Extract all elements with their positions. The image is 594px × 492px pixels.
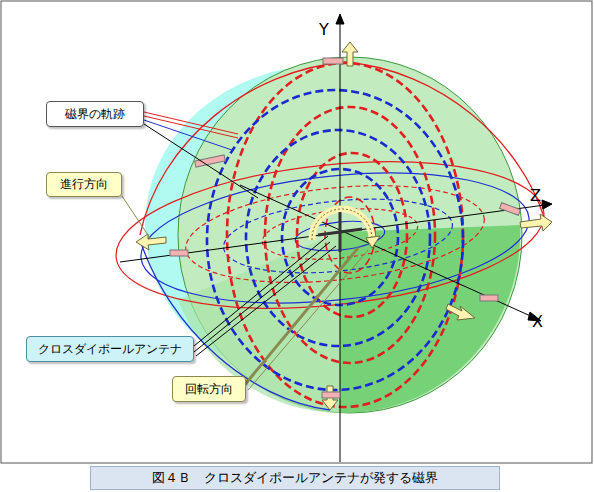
leader-lines (248, 250, 368, 390)
axes (542, 200, 552, 209)
leader-lines (144, 124, 258, 198)
frame (1, 1, 592, 463)
callout-box: 進行方向 (46, 172, 122, 197)
axis-label: X (532, 312, 543, 331)
callout-box: 回転方向 (172, 376, 246, 402)
cross-dipole (318, 229, 362, 235)
propagation-arrows (195, 155, 226, 167)
propagation-arrows (520, 214, 552, 231)
leader-lines (122, 196, 150, 238)
leader-lines (144, 120, 232, 150)
callout-text: 回転方向 (185, 381, 233, 398)
propagation-arrows (322, 392, 340, 398)
propagation-arrows (342, 42, 358, 66)
leader-lines (144, 116, 238, 138)
horizontal-field-loops (109, 143, 551, 327)
callout-text: クロスダイポールアンテナ (38, 341, 182, 358)
horizontal-field-loops (220, 189, 456, 283)
axis-label: Y (319, 20, 329, 39)
horizontal-field-loops (135, 156, 536, 320)
leader-lines (144, 112, 238, 134)
axis-label: Z (530, 186, 541, 205)
horizontal-field-loops (109, 143, 551, 327)
vertical-field-loops (207, 90, 463, 390)
outer-arcs (345, 62, 545, 220)
rotation-arrow (366, 236, 380, 248)
caption-text: 図４Ｂ クロスダイポールアンテナが発する磁界 (152, 469, 438, 487)
callout-text: 磁界の軌跡 (65, 106, 125, 123)
propagation-arrows (323, 58, 343, 64)
field-surfaces (145, 57, 522, 413)
caption-bar: 図４Ｂ クロスダイポールアンテナが発する磁界 (90, 466, 500, 490)
vertical-field-loops (246, 130, 430, 346)
rotation-arrow (312, 209, 380, 248)
vertical-field-loops (227, 63, 463, 407)
axes (240, 185, 535, 318)
rotation-arrow (312, 209, 372, 240)
leader-lines (194, 242, 330, 352)
rotation-arrow (312, 209, 372, 240)
vertical-field-loops (207, 63, 463, 407)
axes (120, 205, 545, 262)
outer-arcs (140, 62, 545, 410)
callout-box: 磁界の軌跡 (46, 101, 144, 127)
axes (120, 14, 552, 462)
callout-text: 進行方向 (60, 176, 108, 193)
leader-lines (242, 248, 358, 388)
outer-arcs (140, 62, 345, 235)
axes (336, 14, 344, 24)
leader-lines (194, 236, 328, 346)
propagation-arrows (136, 42, 552, 410)
propagation-arrows (500, 203, 521, 215)
propagation-arrows (480, 295, 498, 301)
callout-box: クロスダイポールアンテナ (26, 336, 194, 362)
propagation-arrows (446, 304, 475, 320)
propagation-arrows (136, 234, 166, 250)
propagation-arrows (170, 250, 188, 256)
